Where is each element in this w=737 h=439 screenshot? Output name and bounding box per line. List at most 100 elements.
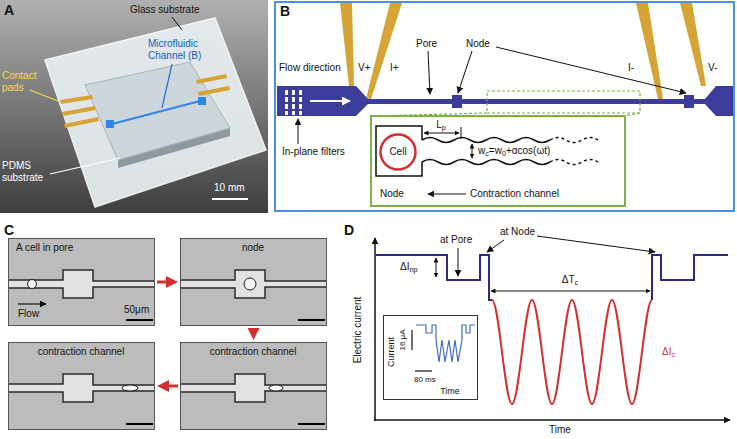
channel-lumen <box>8 374 155 402</box>
node-chamber <box>684 95 694 108</box>
cell-circle: Cell <box>379 133 417 171</box>
channel-lumen <box>180 270 327 298</box>
leader-line <box>162 64 172 108</box>
panel-letter: B <box>280 3 290 20</box>
scale-label: 10 mm <box>214 182 245 194</box>
inset-box: Lp wc=w0+αcos(ωt) Node Contraction channel C… <box>370 115 626 207</box>
frame-caption: contraction channel <box>210 346 297 358</box>
part-label: Node <box>466 38 490 50</box>
dimension-arrow <box>424 133 459 134</box>
leader-arrow <box>428 194 466 195</box>
cell <box>244 278 256 290</box>
channel-wall <box>422 138 550 143</box>
channel-taper <box>705 86 716 116</box>
dimension-tick <box>461 127 462 139</box>
channel-wall <box>550 138 598 143</box>
micrograph-background <box>180 238 327 326</box>
outlet-reservoir <box>716 86 733 116</box>
micrograph-frame: contraction channel <box>8 342 155 430</box>
channel-wall <box>180 374 327 402</box>
scale-label: 16 μA <box>398 329 408 350</box>
panel-letter: C <box>4 222 14 239</box>
electrode-label: I- <box>628 62 634 74</box>
leader-arrow <box>458 248 459 276</box>
dimension-label: Lp <box>436 119 446 131</box>
contact-pad <box>196 74 227 84</box>
micrograph <box>180 342 327 430</box>
inset-background <box>383 315 478 400</box>
scale-bar <box>298 423 325 425</box>
part-label: Contraction channel <box>470 188 559 200</box>
cell <box>269 385 283 391</box>
contact-pad <box>62 106 96 116</box>
flow-arrow <box>157 281 168 284</box>
frame-caption: contraction channel <box>38 346 125 358</box>
cell <box>122 385 138 391</box>
channel-lumen <box>8 270 155 298</box>
micrograph-frame: A cell in poreFlow50μm <box>8 238 155 326</box>
part-label: Contact pads <box>2 70 46 94</box>
x-axis <box>374 419 730 421</box>
panel-letter: A <box>4 2 14 19</box>
channel-taper <box>356 86 368 116</box>
frame-caption: A cell in pore <box>16 242 73 254</box>
flow-label: Flow <box>18 308 39 320</box>
photo-background <box>0 0 268 213</box>
panel-frame: BFlow directionV+I+PoreNodeI-V-In-plane … <box>274 1 735 212</box>
contact-pad <box>64 117 99 128</box>
cell-outline <box>381 135 416 170</box>
annotation-label: at Node <box>500 226 535 238</box>
channel-wall <box>8 270 155 298</box>
electrode-label: I+ <box>390 62 399 74</box>
channel-port <box>198 97 206 105</box>
channel-wall <box>422 160 550 165</box>
micrograph-background <box>8 342 155 430</box>
flow-arrow <box>252 328 255 330</box>
node-chamber <box>452 95 462 108</box>
micrograph-frame: contraction channel <box>180 342 327 430</box>
scale-bar <box>126 319 153 321</box>
annotation-label: ΔInp <box>400 261 417 273</box>
frame-caption: node <box>242 242 264 254</box>
flow-label: Flow direction <box>279 62 341 74</box>
narrow-channel <box>368 99 705 104</box>
channel-wall <box>180 270 327 298</box>
channel-schematic <box>277 3 733 194</box>
formula-label: wc=w0+αcos(ωt) <box>478 145 550 157</box>
dimension-arrow <box>472 144 473 158</box>
leader-arrow <box>458 51 472 93</box>
y-axis <box>374 238 376 421</box>
filter-pillars <box>285 90 302 115</box>
zoom-line <box>624 113 640 116</box>
electrode-label: V+ <box>358 62 371 74</box>
part-label: Pore <box>416 38 437 50</box>
micrograph <box>8 342 155 430</box>
inlet-reservoir <box>277 86 356 116</box>
axis-label: Electric current <box>352 297 364 364</box>
electrode-label: V- <box>708 62 717 74</box>
scale-bar <box>298 319 325 321</box>
leader-line <box>30 90 58 101</box>
electrode <box>340 3 354 86</box>
dimension-arrow <box>491 291 650 292</box>
electrode <box>680 3 706 86</box>
axis-label: Time <box>440 386 460 397</box>
part-label: In-plane filters <box>282 146 345 158</box>
part-label: Node <box>380 188 404 200</box>
flow-arrow <box>167 385 178 388</box>
leader-line <box>50 158 120 174</box>
scale-bar <box>411 330 412 350</box>
micrograph <box>8 238 155 326</box>
micrograph-frame: node <box>180 238 327 326</box>
flow-arrow <box>310 100 350 102</box>
contact-pad <box>198 86 230 96</box>
leader-arrow <box>496 47 686 93</box>
cell <box>28 280 37 289</box>
axis-label: Current <box>386 337 397 367</box>
scale-label: 80 ms <box>414 375 436 385</box>
channel-wall <box>8 374 155 402</box>
channel-port <box>106 120 114 128</box>
scale-bar <box>415 370 432 371</box>
glass-substrate <box>45 18 266 207</box>
